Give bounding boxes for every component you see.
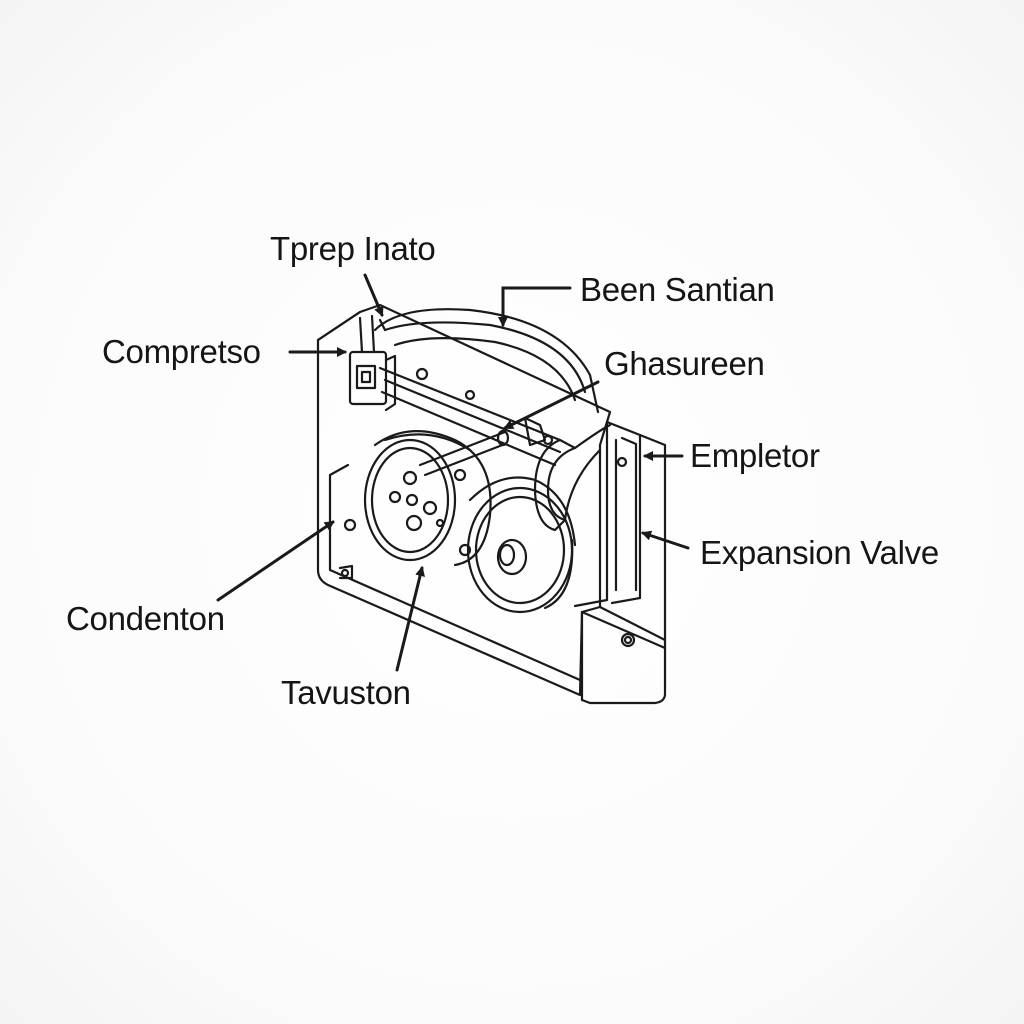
unit-housing — [316, 303, 667, 705]
leader-condenton — [216, 520, 335, 602]
leader-lines — [216, 273, 690, 672]
leader-tprep-inato — [363, 273, 384, 317]
label-been-santian: Been Santian — [580, 271, 775, 308]
leader-expansion-valve — [641, 530, 690, 550]
leader-been-santian — [498, 286, 572, 327]
label-compretso: Compretso — [102, 333, 261, 370]
label-tavuston: Tavuston — [281, 674, 411, 711]
label-empletor: Empletor — [690, 437, 820, 474]
label-condenton: Condenton — [66, 600, 225, 637]
leader-ghasureen — [503, 380, 600, 430]
label-tprep-inato: Tprep Inato — [270, 230, 436, 267]
leader-tavuston — [395, 566, 425, 672]
label-expansion-valve: Expansion Valve — [700, 534, 939, 571]
label-ghasureen: Ghasureen — [604, 345, 765, 382]
